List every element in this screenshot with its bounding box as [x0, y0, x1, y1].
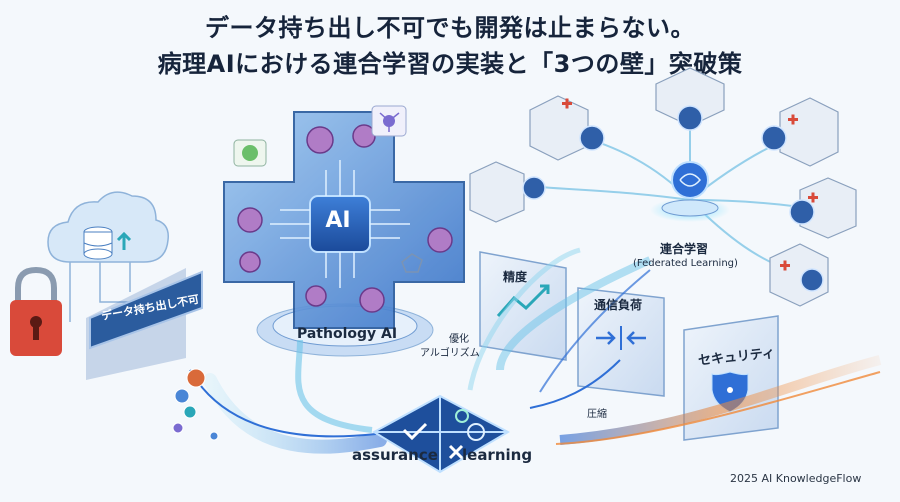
flow-orbs	[172, 368, 219, 441]
medical-cross	[223, 105, 465, 357]
cloud-database-icon	[47, 191, 169, 322]
federated-learning-en-label: (Federated Learning)	[633, 258, 738, 269]
accuracy-label: 精度	[503, 270, 528, 284]
no-export-sign	[86, 268, 203, 380]
result-diamond	[371, 394, 511, 474]
communication-load-label: 通信負荷	[594, 298, 643, 312]
wall-accuracy	[479, 251, 567, 361]
lock-icon	[10, 266, 62, 356]
title-line-2: 病理AIにおける連合学習の実装と「3つの壁」突破策	[157, 50, 743, 78]
cell-icons	[237, 124, 453, 313]
central-brain-icon	[671, 161, 709, 199]
compression-label: 圧縮	[587, 409, 607, 420]
optimization-label: 優化	[449, 334, 469, 345]
pathology-ai-label: Pathology AI	[296, 326, 398, 342]
wall-communication	[577, 287, 665, 397]
assurance-label: assurance	[352, 446, 438, 464]
algorithm-label: アルゴリズム	[420, 348, 480, 359]
check-icon	[402, 422, 428, 441]
ai-chip-label: AI	[325, 208, 351, 233]
brain-icons	[522, 105, 824, 292]
learning-label: learning	[462, 446, 533, 464]
federated-learning-label: 連合学習	[660, 242, 709, 256]
federated-network	[469, 67, 857, 307]
title-line-1: データ持ち出し不可でも開発は止まらない。	[205, 14, 695, 42]
molecule-icon	[401, 253, 423, 273]
data-flows	[189, 247, 882, 454]
network-icon	[455, 409, 469, 423]
copyright-text: 2025 AI KnowledgeFlow	[730, 472, 862, 485]
x-icon	[448, 444, 464, 460]
brain-icon	[467, 423, 485, 441]
